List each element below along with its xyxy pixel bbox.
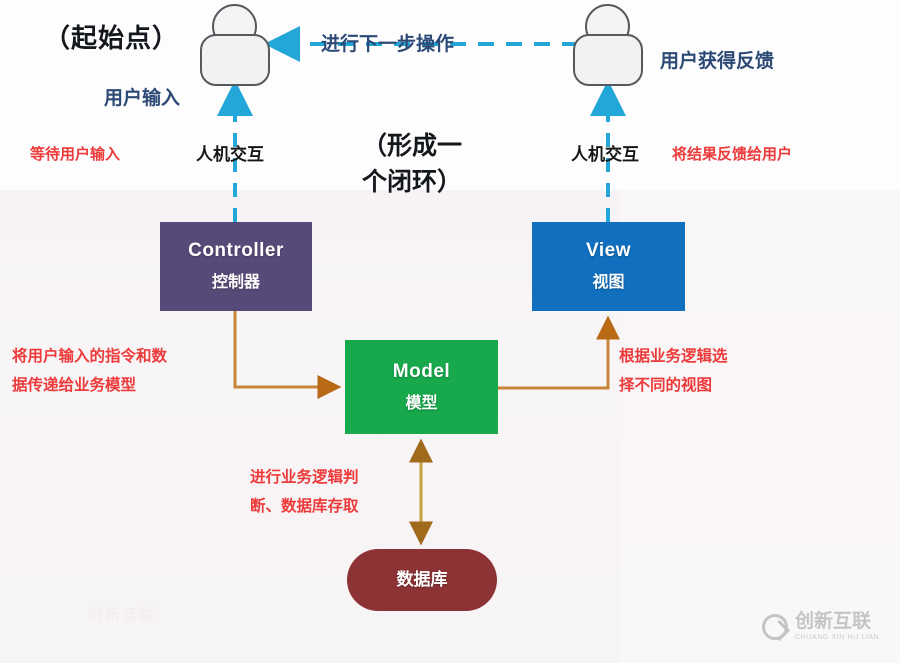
node-view-en: View <box>586 240 631 262</box>
node-database[interactable]: 数据库 <box>347 549 497 611</box>
label-user-feedback: 用户获得反馈 <box>660 51 775 72</box>
label-hci-right: 人机交互 <box>571 145 639 164</box>
label-start-point: （起始点） <box>44 23 180 53</box>
node-database-zh: 数据库 <box>396 569 448 589</box>
background-top-band <box>0 0 900 196</box>
node-view[interactable]: View 视图 <box>532 222 685 311</box>
label-model-to-database: 进行业务逻辑判 断、数据库存取 <box>250 469 359 515</box>
node-model[interactable]: Model 模型 <box>345 340 498 434</box>
label-hci-left: 人机交互 <box>196 145 264 164</box>
person-body <box>200 34 270 86</box>
watermark-en-text: CHUANG XIN HU LIAN <box>795 634 880 641</box>
label-next-step: 进行下一步操作 <box>321 34 455 55</box>
node-model-zh: 模型 <box>405 394 438 412</box>
node-view-zh: 视图 <box>592 274 625 292</box>
watermark-logo-icon <box>762 613 788 640</box>
label-closed-loop-note: （形成一 个闭环） <box>362 132 463 197</box>
person-icon-user-right <box>573 4 643 86</box>
person-body <box>573 34 643 86</box>
label-controller-to-model: 将用户输入的指令和数 据传递给业务模型 <box>12 348 168 394</box>
watermark-cn-text: 创新互联 <box>795 611 872 632</box>
label-wait-user-input: 等待用户输入 <box>30 146 121 163</box>
watermark-left: 创新互联 <box>88 607 157 624</box>
label-model-to-view: 根据业务逻辑选 择不同的视图 <box>619 348 728 394</box>
node-controller-en: Controller <box>188 240 284 262</box>
node-controller-zh: 控制器 <box>211 274 260 292</box>
label-result-to-user: 将结果反馈给用户 <box>672 146 793 163</box>
label-user-input: 用户输入 <box>104 88 181 109</box>
person-icon-user-left <box>200 4 270 86</box>
node-controller[interactable]: Controller 控制器 <box>160 222 312 311</box>
watermark-right: 创新互联 CHUANG XIN HU LIAN <box>762 612 879 641</box>
node-model-en: Model <box>392 360 451 382</box>
